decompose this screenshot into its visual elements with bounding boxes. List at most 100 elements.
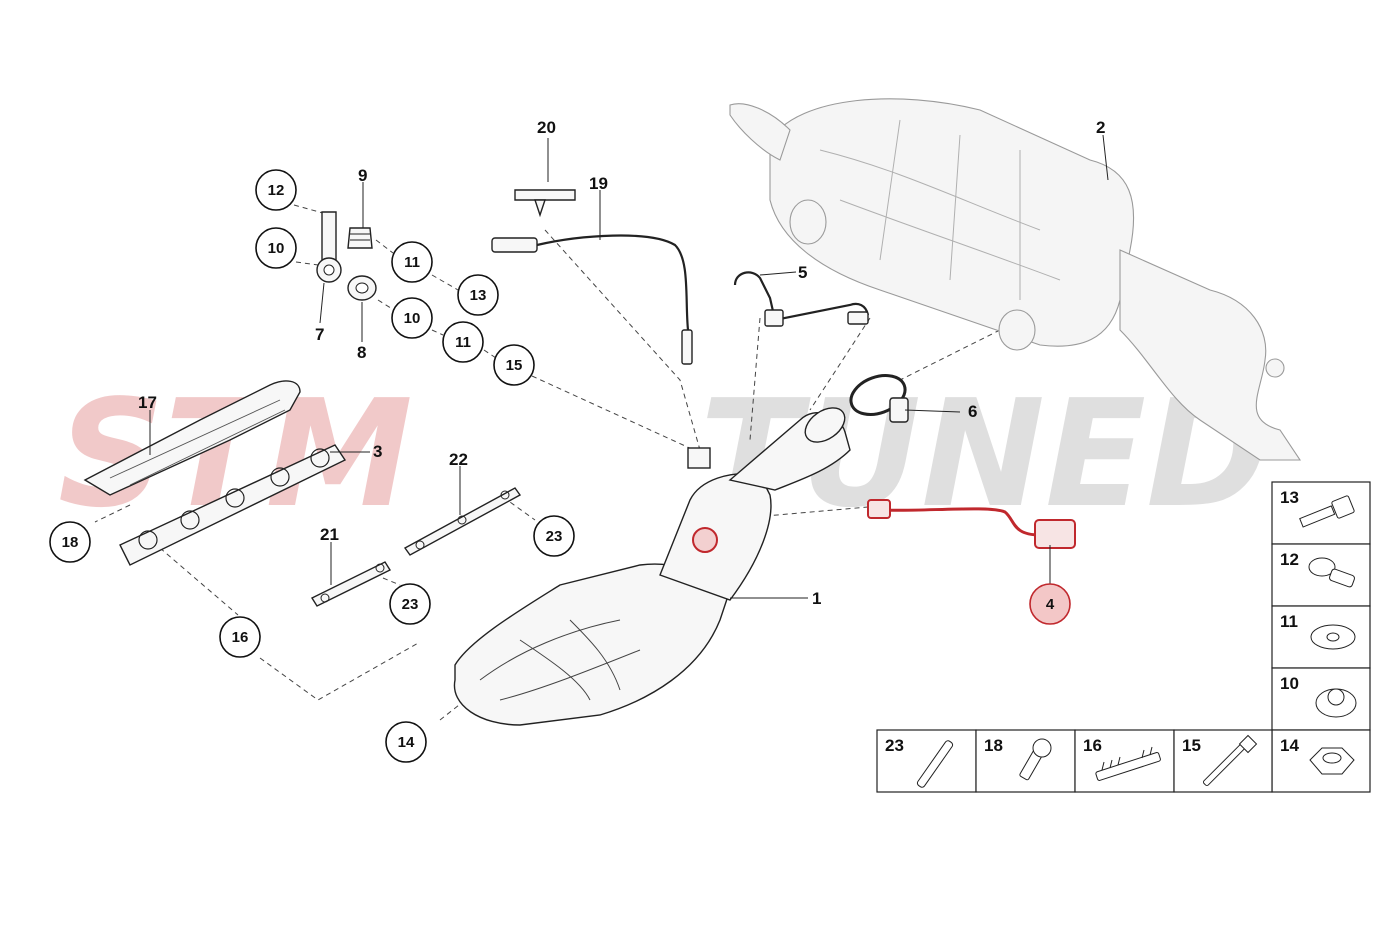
- svg-text:14: 14: [1280, 736, 1299, 755]
- dash-3-16: [159, 547, 239, 616]
- callout-4-highlighted: 4: [1029, 583, 1071, 625]
- callout-18: 18: [49, 521, 91, 563]
- svg-text:15: 15: [1182, 736, 1201, 755]
- callout-11b: 11: [442, 321, 484, 363]
- dash-10-7: [295, 261, 319, 266]
- dashed-connections: [94, 204, 1001, 721]
- dash-17-18: [94, 504, 131, 523]
- exhaust-manifold-catalyst-part-1: [453, 407, 851, 726]
- hex-nut-icon: [1309, 747, 1355, 775]
- legend-cell-15: 15: [1173, 729, 1273, 793]
- lambda-sensor-part-5: [733, 271, 870, 327]
- svg-text:23: 23: [546, 528, 563, 545]
- label-22: 22: [449, 450, 468, 469]
- threaded-stud-icon: [1095, 746, 1161, 781]
- label-3: 3: [373, 442, 382, 461]
- svg-text:12: 12: [1280, 550, 1299, 569]
- gasket-part-3: [119, 444, 347, 566]
- dash-muffler-clamp: [899, 329, 1001, 381]
- callout-11a: 11: [391, 241, 433, 283]
- temp-sensor-part-19: [491, 234, 693, 365]
- legend-cell-16: 16: [1074, 729, 1175, 793]
- dash-cat-4: [719, 506, 869, 521]
- label-21: 21: [320, 525, 339, 544]
- callout-13: 13: [457, 274, 499, 316]
- sensor-port-icon: [692, 527, 718, 553]
- legend-cell-10: 10: [1271, 667, 1371, 731]
- dash-8-10: [377, 299, 395, 311]
- svg-text:11: 11: [1280, 612, 1298, 631]
- svg-text:13: 13: [1280, 488, 1299, 507]
- bracket-icon: [687, 447, 711, 469]
- leader-lines: [149, 134, 1109, 599]
- flange-bolt-icon: [1308, 557, 1355, 588]
- legend-cell-11: 11: [1271, 605, 1371, 669]
- dash-9-11: [375, 239, 394, 254]
- callouts: 12 10 11 13 10 11 15 18: [49, 169, 1071, 763]
- torx-bolt-icon: [1019, 738, 1052, 781]
- svg-text:11: 11: [404, 254, 420, 271]
- label-5: 5: [798, 263, 807, 282]
- svg-text:10: 10: [404, 310, 421, 327]
- svg-text:11: 11: [455, 334, 471, 351]
- svg-text:18: 18: [62, 534, 79, 551]
- nut-part-8: [347, 275, 377, 301]
- dash-21-23: [382, 577, 401, 586]
- sensor-harness-part-4: [867, 499, 1076, 549]
- watermark: STM TUNED: [58, 368, 1269, 540]
- callout-23a: 23: [533, 515, 575, 557]
- svg-text:18: 18: [984, 736, 1003, 755]
- bolt-icon: [1299, 495, 1355, 528]
- dash-11-15: [483, 349, 497, 359]
- legend-cell-23: 23: [876, 729, 977, 793]
- svg-text:12: 12: [268, 182, 285, 199]
- svg-text:16: 16: [232, 629, 249, 646]
- fastener-legend: 13 12 11 10: [876, 481, 1371, 793]
- label-8: 8: [357, 343, 366, 362]
- dash-15-cat: [531, 375, 706, 456]
- callout-14: 14: [385, 721, 427, 763]
- dash-10-11: [431, 329, 444, 336]
- label-19: 19: [589, 174, 608, 193]
- stud-icon: [916, 740, 954, 788]
- stud-part-9: [347, 227, 373, 249]
- svg-text:14: 14: [398, 734, 415, 751]
- label-1: 1: [812, 589, 821, 608]
- label-7: 7: [315, 325, 324, 344]
- svg-text:13: 13: [470, 287, 487, 304]
- label-20: 20: [537, 118, 556, 137]
- svg-text:15: 15: [506, 357, 523, 374]
- sensor-clip-part-20: [514, 189, 576, 218]
- connector-icon: [1034, 519, 1076, 549]
- svg-text:10: 10: [1280, 674, 1299, 693]
- svg-text:23: 23: [402, 596, 419, 613]
- dash-16-14: [259, 641, 421, 701]
- callout-15: 15: [493, 344, 535, 386]
- label-17: 17: [138, 393, 157, 412]
- collar-nut-icon: [1315, 688, 1357, 718]
- svg-text:10: 10: [268, 240, 285, 257]
- label-9: 9: [358, 166, 367, 185]
- dash-11-13: [431, 274, 459, 291]
- legend-cell-14: 14: [1271, 729, 1371, 793]
- long-bolt-icon: [1202, 734, 1258, 787]
- callout-10b: 10: [391, 297, 433, 339]
- callout-23b: 23: [389, 583, 431, 625]
- dash-5-cat: [749, 317, 761, 441]
- callout-10a: 10: [255, 227, 297, 269]
- gasket-strip-part-22: [403, 487, 522, 556]
- legend-cell-12: 12: [1271, 543, 1371, 607]
- part-labels: 2 20 19 9 5 7 8 17 3 6 22 21 1: [138, 118, 1105, 608]
- heat-shield-part-17: [83, 380, 301, 496]
- muffler-part-2: [729, 98, 1302, 461]
- callout-12: 12: [255, 169, 297, 211]
- callout-16: 16: [219, 616, 261, 658]
- legend-cell-13: 13: [1271, 481, 1371, 545]
- bracket-part-7: [316, 211, 342, 283]
- legend-cell-18: 18: [975, 729, 1076, 793]
- label-6: 6: [968, 402, 977, 421]
- dash-22-23: [502, 496, 536, 521]
- dash-19-cat: [544, 229, 701, 451]
- svg-text:16: 16: [1083, 736, 1102, 755]
